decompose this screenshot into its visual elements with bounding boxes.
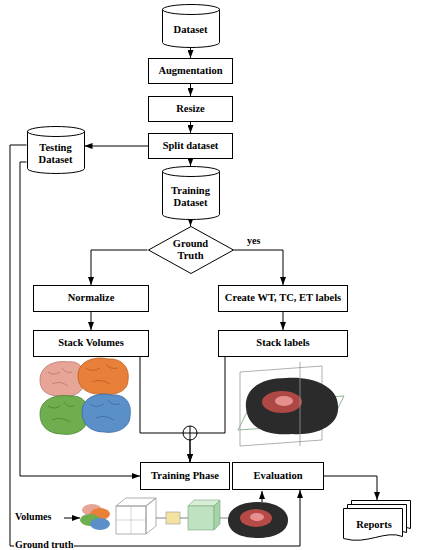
network-illustration xyxy=(214,500,220,530)
cylinder-outline xyxy=(162,171,219,219)
data-store: Dataset xyxy=(162,4,220,48)
network-illustration xyxy=(131,506,132,534)
flow-arrow xyxy=(234,250,284,285)
network-illustration xyxy=(188,506,214,530)
flow-arrow xyxy=(190,220,191,226)
cylinder-outline xyxy=(162,5,219,15)
node-label: Normalize xyxy=(68,292,115,304)
brain-volumes xyxy=(90,400,120,420)
network-illustration xyxy=(90,518,110,530)
leader-arrow xyxy=(262,491,263,502)
process-box: Create WT, TC, ET labels xyxy=(218,285,348,312)
leader-arrow xyxy=(64,491,262,518)
report-document: Reports xyxy=(343,500,411,542)
flow-arrow xyxy=(85,146,149,147)
network-illustration xyxy=(80,498,288,538)
node-label: Stack Volumes xyxy=(58,337,124,349)
annotation-label: Volumes xyxy=(14,511,52,523)
node-label: Testing Dataset xyxy=(31,142,81,166)
brain-volumes xyxy=(40,358,130,434)
network-illustration xyxy=(116,506,146,534)
network-illustration xyxy=(228,502,288,538)
brain-volumes xyxy=(78,358,128,394)
process-box: Normalize xyxy=(33,285,149,312)
flow-arrow xyxy=(20,162,140,476)
cylinder-outline xyxy=(162,167,219,177)
process-box: Stack Volumes xyxy=(33,330,149,357)
cylinder-outline xyxy=(27,131,84,173)
data-store: Training Dataset xyxy=(162,166,220,220)
node-label: Split dataset xyxy=(163,140,219,152)
node-label: Training Dataset xyxy=(166,185,216,209)
flow-arrow xyxy=(190,357,225,462)
leader-arrow xyxy=(64,518,80,519)
flow-arrow xyxy=(190,159,191,166)
flow-arrow xyxy=(91,250,148,285)
diamond-outline xyxy=(148,227,233,274)
labelled-brain xyxy=(262,391,302,413)
annotation-label: Ground truth xyxy=(14,539,74,550)
process-box: Training Phase xyxy=(140,462,230,490)
node-label: Ground Truth xyxy=(168,238,214,262)
network-illustration xyxy=(250,513,264,521)
network-illustration xyxy=(146,498,156,534)
brain-volumes xyxy=(48,368,72,386)
process-box: Split dataset xyxy=(148,133,233,159)
data-store: Testing Dataset xyxy=(27,126,85,174)
network-illustration xyxy=(166,512,180,524)
labelled-brain xyxy=(238,362,344,446)
document-outline xyxy=(344,509,403,541)
node-label: Augmentation xyxy=(158,65,222,77)
cylinder-outline xyxy=(27,127,84,137)
brain-volumes xyxy=(82,394,130,432)
brain-volumes xyxy=(40,362,84,397)
network-illustration xyxy=(116,498,156,506)
process-box: Stack labels xyxy=(218,330,348,357)
decision-diamond: Ground Truth xyxy=(148,226,234,274)
network-illustration xyxy=(180,518,188,519)
node-label: Reports xyxy=(346,519,402,531)
network-illustration xyxy=(240,509,272,527)
node-label: Evaluation xyxy=(253,470,302,482)
brain-volumes xyxy=(86,364,118,384)
network-illustration xyxy=(156,518,166,519)
flow-arrow xyxy=(324,476,377,500)
flow-arrow xyxy=(190,84,191,96)
flow-arrow xyxy=(190,122,191,133)
node-label: Resize xyxy=(176,103,205,115)
flow-arrow xyxy=(190,48,191,58)
process-box: Augmentation xyxy=(148,58,233,84)
process-box: Evaluation xyxy=(232,462,324,490)
labelled-brain xyxy=(246,378,338,435)
edge-label: yes xyxy=(246,235,261,247)
process-box: Resize xyxy=(148,96,233,122)
labelled-brain xyxy=(300,362,301,446)
flow-arrow xyxy=(140,357,190,462)
network-illustration xyxy=(220,518,228,519)
node-label: Training Phase xyxy=(151,470,219,482)
labelled-brain xyxy=(275,396,293,406)
node-label: Create WT, TC, ET labels xyxy=(225,292,341,304)
brain-volumes xyxy=(48,402,74,422)
node-label: Dataset xyxy=(166,24,216,36)
brain-volumes xyxy=(40,396,88,435)
flow-arrow xyxy=(91,312,92,330)
node-label: Stack labels xyxy=(256,337,309,349)
flow-arrow xyxy=(283,312,284,330)
